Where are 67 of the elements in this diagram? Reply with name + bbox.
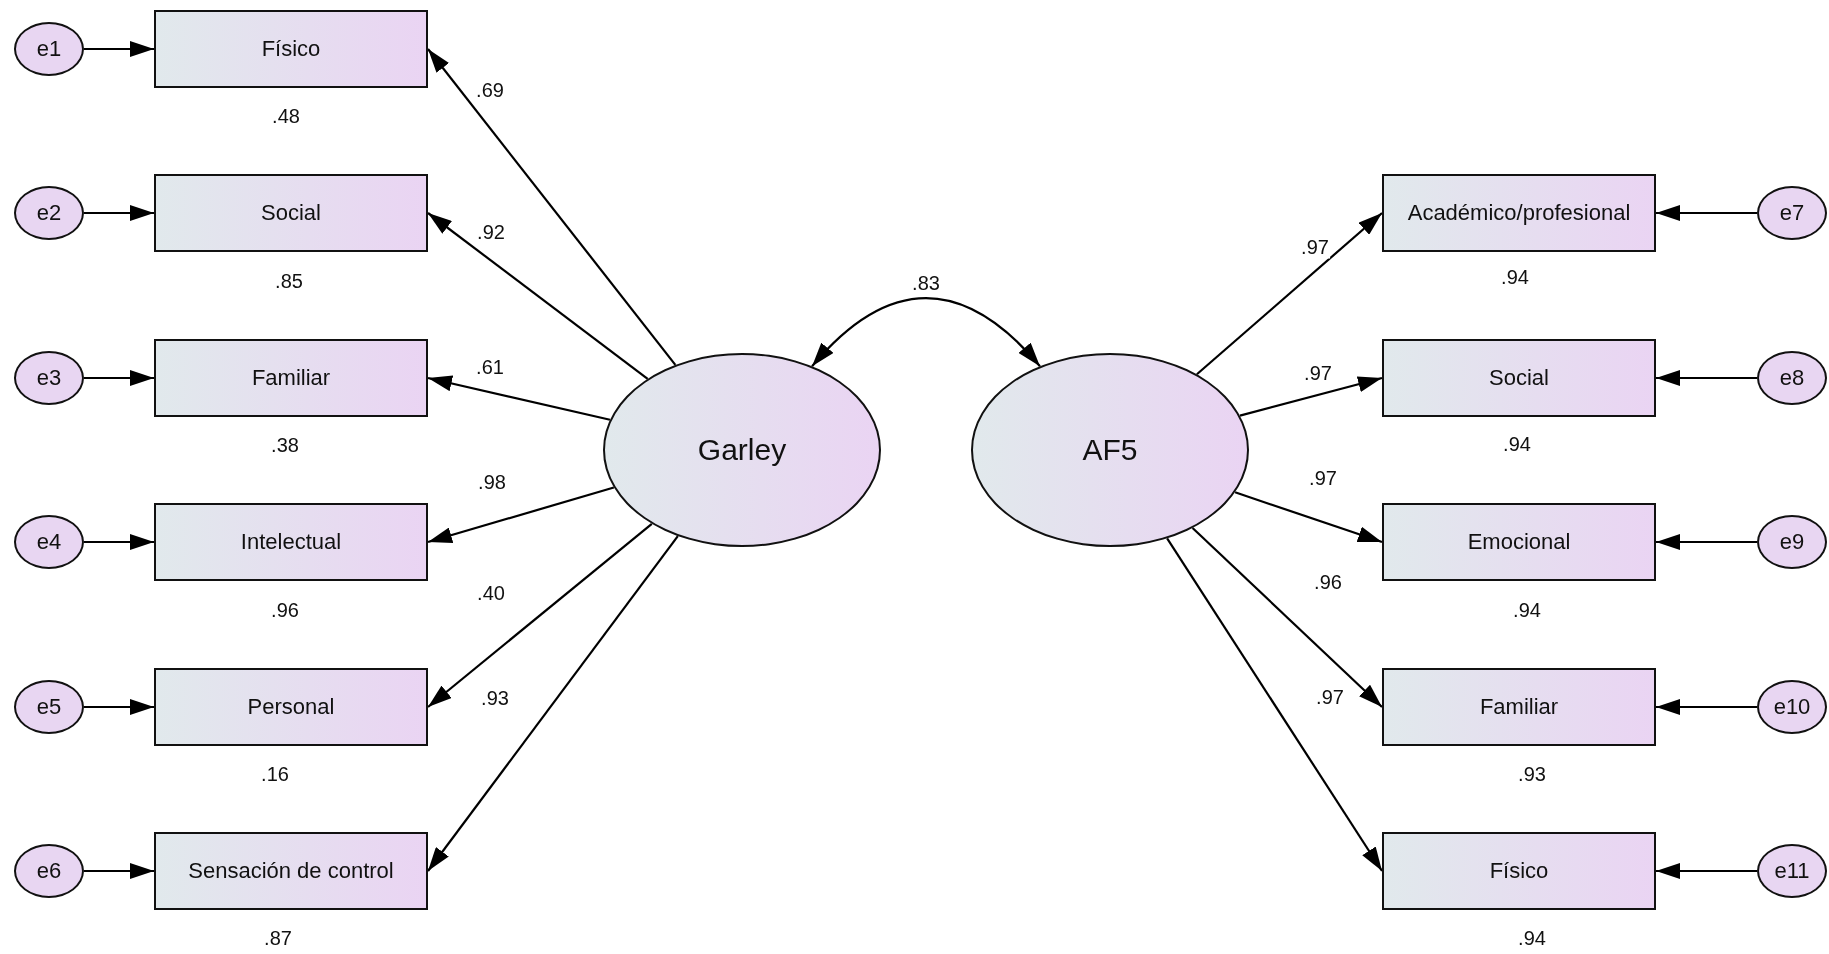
variable-label: Social bbox=[1489, 365, 1549, 391]
variable-label: AF5 bbox=[1082, 433, 1138, 467]
r-squared-value: .87 bbox=[264, 926, 292, 950]
r-squared-value: .38 bbox=[271, 433, 299, 457]
r-squared-value: .48 bbox=[272, 104, 300, 128]
arrow bbox=[427, 522, 653, 708]
arrow bbox=[427, 486, 615, 544]
arrow bbox=[84, 41, 154, 57]
observed-variable-box bbox=[1382, 339, 1656, 417]
variable-label: Físico bbox=[261, 36, 321, 62]
arrow bbox=[84, 370, 154, 386]
error-label: e1 bbox=[36, 36, 62, 62]
variable-label: Familiar bbox=[251, 365, 331, 391]
variable-label: Social bbox=[261, 200, 321, 226]
arrow bbox=[1191, 527, 1383, 708]
r-squared-value: .93 bbox=[1518, 762, 1546, 786]
variable-label: Sensación de control bbox=[188, 858, 394, 884]
error-label: e3 bbox=[36, 365, 62, 391]
r-squared-value: .96 bbox=[271, 598, 299, 622]
error-label: e2 bbox=[36, 200, 62, 226]
error-label: e8 bbox=[1779, 365, 1805, 391]
variable-label: Académico/profesional bbox=[1407, 200, 1631, 226]
arrow bbox=[1656, 370, 1757, 386]
arrow bbox=[84, 534, 154, 550]
variable-label: Familiar bbox=[1479, 694, 1559, 720]
error-label: e6 bbox=[36, 858, 62, 884]
r-squared-value: .85 bbox=[275, 269, 303, 293]
r-squared-value: .94 bbox=[1513, 598, 1541, 622]
arrow bbox=[427, 535, 679, 872]
arrow bbox=[1196, 212, 1383, 376]
variable-label: Garley bbox=[697, 433, 787, 467]
arrow bbox=[1656, 534, 1757, 550]
r-squared-value: .94 bbox=[1501, 265, 1529, 289]
error-label: e5 bbox=[36, 694, 62, 720]
variable-label: Físico bbox=[1489, 858, 1549, 884]
variable-label: Emocional bbox=[1467, 529, 1571, 555]
observed-variable-box bbox=[1382, 503, 1656, 581]
r-squared-value: .94 bbox=[1518, 926, 1546, 950]
variable-label: Personal bbox=[247, 694, 335, 720]
variable-label: Intelectual bbox=[240, 529, 342, 555]
error-label: e9 bbox=[1779, 529, 1805, 555]
arrow bbox=[84, 863, 154, 879]
observed-variable-box bbox=[154, 174, 428, 252]
observed-variable-box bbox=[154, 832, 428, 910]
error-label: e4 bbox=[36, 529, 62, 555]
arrow bbox=[84, 205, 154, 221]
observed-variable-box bbox=[1382, 832, 1656, 910]
arrow bbox=[84, 699, 154, 715]
observed-variable-box bbox=[154, 503, 428, 581]
observed-variable-box bbox=[154, 668, 428, 746]
arrow bbox=[427, 212, 649, 380]
arrow bbox=[1234, 491, 1383, 544]
observed-variable-box bbox=[154, 10, 428, 88]
error-label: e10 bbox=[1773, 694, 1811, 720]
observed-variable-box bbox=[1382, 174, 1656, 252]
arrow bbox=[1656, 699, 1757, 715]
arrow bbox=[1656, 205, 1757, 221]
r-squared-value: .94 bbox=[1503, 432, 1531, 456]
arrow bbox=[1166, 537, 1383, 872]
error-label: e7 bbox=[1779, 200, 1805, 226]
arrow bbox=[1656, 863, 1757, 879]
error-label: e11 bbox=[1774, 858, 1810, 884]
r-squared-value: .16 bbox=[261, 762, 289, 786]
arrow bbox=[427, 48, 677, 366]
observed-variable-box bbox=[154, 339, 428, 417]
observed-variable-box bbox=[1382, 668, 1656, 746]
arrow bbox=[811, 297, 1041, 367]
